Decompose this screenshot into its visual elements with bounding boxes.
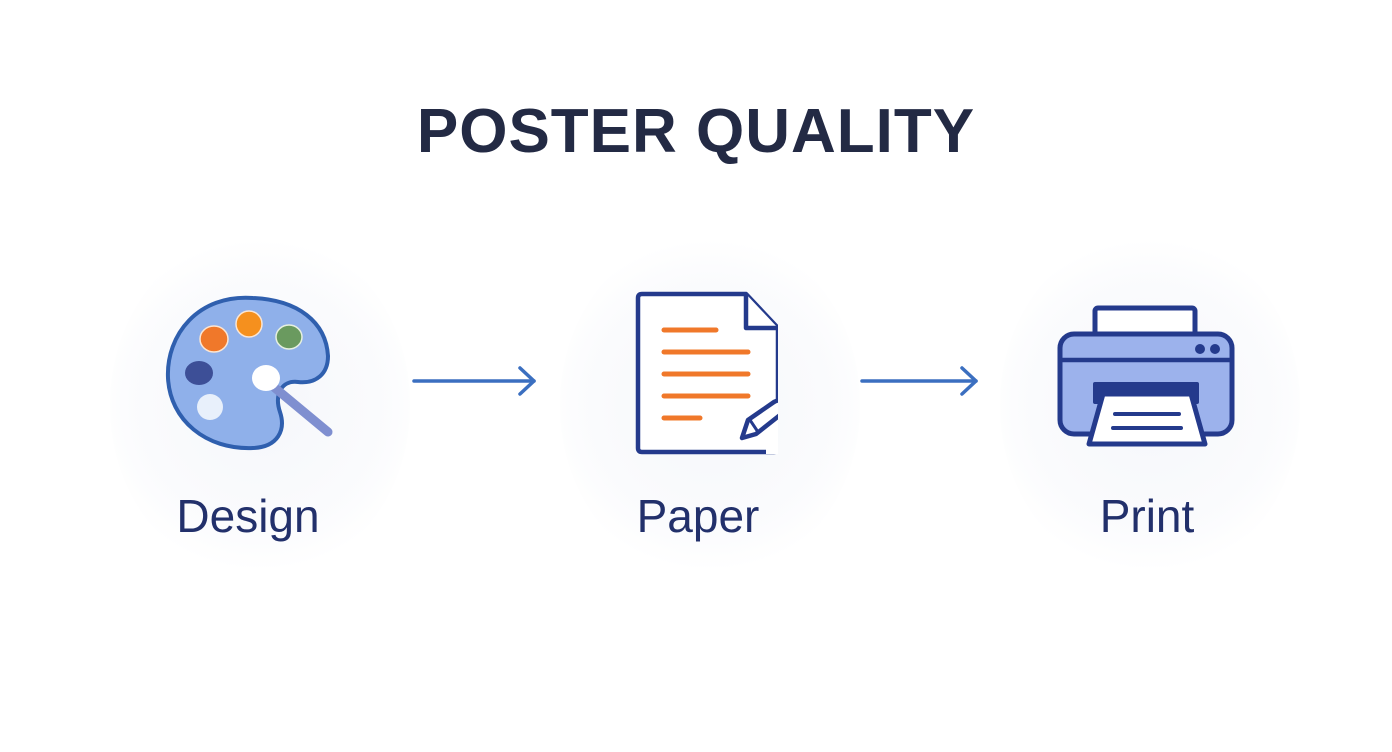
- step-label-print: Print: [1099, 490, 1195, 542]
- step-paper: Paper: [568, 290, 828, 550]
- palette-icon: [165, 295, 333, 451]
- page-title: POSTER QUALITY: [416, 97, 976, 166]
- step-label-paper: Paper: [636, 490, 760, 542]
- document-edit-icon: [635, 291, 778, 455]
- arrow-right-icon: [860, 366, 978, 396]
- printer-icon: [1057, 305, 1235, 447]
- arrow-right-icon: [412, 366, 536, 396]
- step-print: Print: [1017, 290, 1277, 550]
- step-design: Design: [118, 290, 378, 550]
- step-label-design: Design: [176, 490, 320, 542]
